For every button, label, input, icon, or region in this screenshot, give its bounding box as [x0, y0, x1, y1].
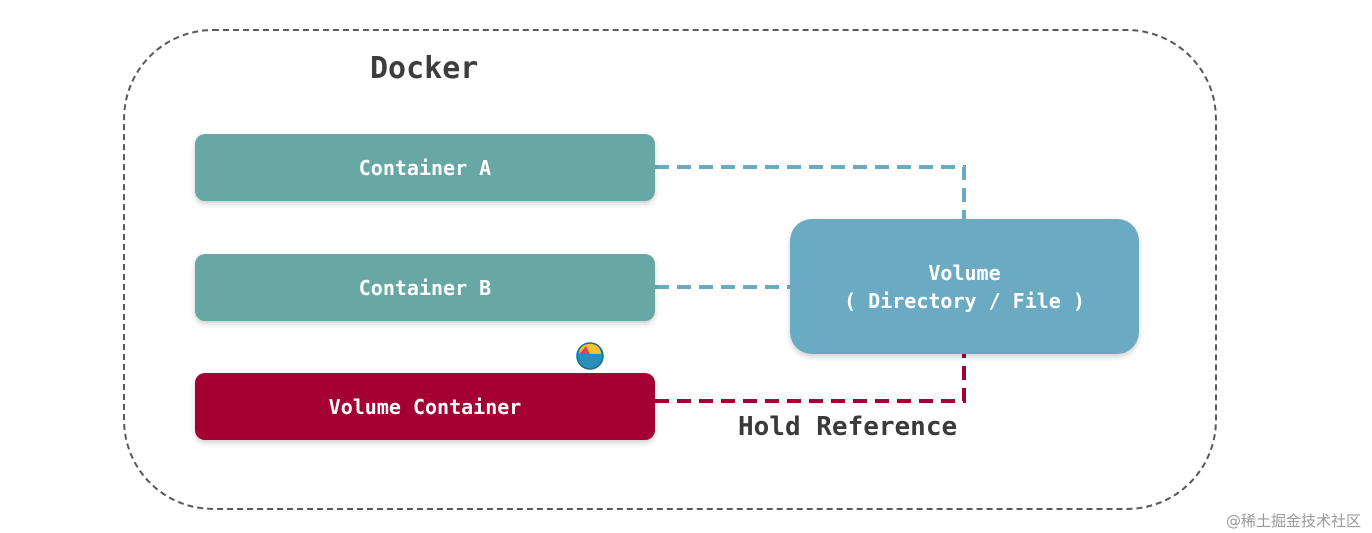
docker-frame [123, 29, 1217, 510]
volume-sublabel: ( Directory / File ) [844, 288, 1085, 313]
watermark-text: @稀土掘金技术社区 [1226, 512, 1362, 530]
docker-title: Docker [370, 51, 479, 86]
hold-reference-label: Hold Reference [738, 412, 958, 442]
connector-container-a [655, 165, 966, 219]
container-a-label: Container A [358, 155, 492, 180]
volume-label: Volume [928, 260, 1001, 285]
volume-container: Volume Container [195, 373, 655, 440]
container-b: Container B [195, 254, 655, 321]
container-a: Container A [195, 134, 655, 201]
volume-container-label: Volume Container [328, 394, 522, 419]
connector-volume-container [655, 354, 966, 403]
volume-box: Volume ( Directory / File ) [790, 219, 1139, 354]
emoji-badge-icon [576, 342, 604, 370]
container-b-label: Container B [358, 275, 492, 300]
